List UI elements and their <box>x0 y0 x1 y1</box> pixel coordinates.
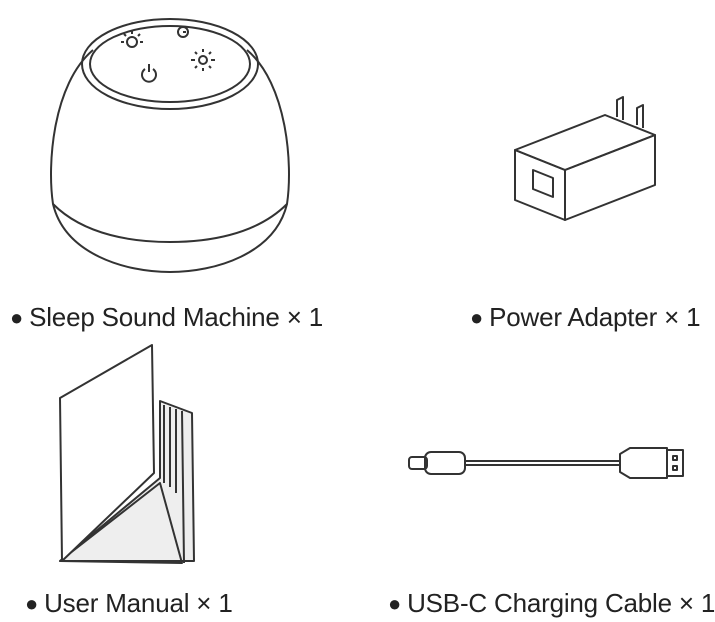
user-manual-label: User Manual × 1 <box>44 588 233 618</box>
cable-wire <box>465 460 620 466</box>
usb-c-cable-label: USB-C Charging Cable × 1 <box>407 588 715 618</box>
usb-c-cable-caption: ●USB-C Charging Cable × 1 <box>388 588 715 620</box>
power-adapter-caption: ●Power Adapter × 1 <box>470 302 701 334</box>
bullet: ● <box>388 591 402 616</box>
sleep-sound-machine-label: Sleep Sound Machine × 1 <box>29 302 323 332</box>
usb-c-plug-body <box>424 451 466 475</box>
usb-a-plug-tip <box>666 449 684 477</box>
light-bright-icon <box>191 49 215 71</box>
adapter-side-face <box>564 134 656 221</box>
usb-c-cable-illustration <box>405 440 690 490</box>
adapter-prong-2 <box>636 104 644 128</box>
manual-front-cover <box>59 344 155 562</box>
light-dim-icon <box>121 31 143 48</box>
usb-c-plug-tip <box>408 456 428 470</box>
adapter-prong-1 <box>616 96 624 120</box>
usb-a-contact-1 <box>672 455 678 461</box>
sleep-sound-machine-caption: ●Sleep Sound Machine × 1 <box>10 302 323 334</box>
power-adapter-illustration <box>505 95 670 230</box>
user-manual-illustration <box>52 343 202 568</box>
manual-page-edges <box>163 405 185 564</box>
bullet: ● <box>10 305 24 330</box>
power-adapter-label: Power Adapter × 1 <box>489 302 701 332</box>
machine-base-seam <box>52 203 288 244</box>
machine-body <box>50 49 290 274</box>
power-icon <box>141 64 157 83</box>
machine-top-inner-ring <box>89 25 251 103</box>
sleep-sound-machine-illustration <box>45 14 295 279</box>
bullet: ● <box>25 591 39 616</box>
manual-pages <box>59 400 195 562</box>
usb-a-plug-body <box>619 447 668 479</box>
user-manual-caption: ●User Manual × 1 <box>25 588 233 620</box>
bullet: ● <box>470 305 484 330</box>
machine-top-outer-ring <box>81 18 259 110</box>
adapter-usb-port <box>532 169 554 198</box>
usb-a-contact-2 <box>672 465 678 471</box>
timer-icon <box>177 26 189 38</box>
manual-back-cover <box>59 482 183 564</box>
